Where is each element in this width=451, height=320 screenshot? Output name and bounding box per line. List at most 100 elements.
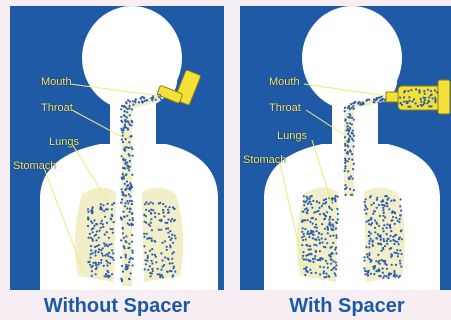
particle xyxy=(121,155,123,157)
particle xyxy=(407,90,409,92)
particle xyxy=(160,252,162,254)
particle xyxy=(330,256,332,258)
particle xyxy=(103,210,105,212)
particle xyxy=(345,118,347,120)
particle xyxy=(347,146,349,148)
particle xyxy=(332,252,334,254)
particle xyxy=(129,189,131,191)
particle xyxy=(328,276,330,278)
particle xyxy=(303,233,305,235)
particle xyxy=(165,222,167,224)
particle xyxy=(348,158,350,160)
particle xyxy=(382,227,384,229)
particle xyxy=(319,242,321,244)
particle xyxy=(322,258,324,260)
particle xyxy=(367,256,369,258)
label-throat: Throat xyxy=(269,102,301,114)
particle xyxy=(386,264,388,266)
particle xyxy=(101,252,103,254)
particle xyxy=(105,260,107,262)
body-illustration-with-spacer xyxy=(240,6,451,290)
particle xyxy=(323,270,325,272)
particle xyxy=(107,255,109,257)
particle xyxy=(346,140,348,142)
particle xyxy=(363,267,365,269)
particle xyxy=(150,218,152,220)
particle xyxy=(395,264,397,266)
particle xyxy=(353,145,355,147)
particle xyxy=(387,277,389,279)
particle xyxy=(164,256,166,258)
particle xyxy=(143,236,145,238)
particle xyxy=(345,160,347,162)
particle xyxy=(120,116,122,118)
particle xyxy=(345,194,347,196)
particle xyxy=(353,189,355,191)
particle xyxy=(370,232,372,234)
particle xyxy=(427,100,429,102)
particle xyxy=(310,203,312,205)
particle xyxy=(126,207,128,209)
particle xyxy=(382,207,384,209)
particle xyxy=(113,202,115,204)
particle xyxy=(397,255,399,257)
particle xyxy=(131,241,133,243)
particle xyxy=(150,275,152,277)
particle xyxy=(322,241,324,243)
particle xyxy=(127,99,129,101)
particle xyxy=(348,177,350,179)
particle xyxy=(128,141,130,143)
particle xyxy=(92,252,94,254)
particle xyxy=(364,209,366,211)
particle xyxy=(351,132,353,134)
particle xyxy=(141,100,143,102)
particle xyxy=(315,239,317,241)
particle xyxy=(323,213,325,215)
particle xyxy=(128,155,130,157)
particle xyxy=(305,258,307,260)
particle xyxy=(400,198,402,200)
particle xyxy=(127,165,129,167)
particle xyxy=(306,196,308,198)
particle xyxy=(307,254,309,256)
particle xyxy=(308,259,310,261)
particle xyxy=(131,108,133,110)
particle xyxy=(344,167,346,169)
particle xyxy=(378,225,380,227)
particle xyxy=(127,222,129,224)
particle xyxy=(323,266,325,268)
particle xyxy=(145,201,147,203)
particle xyxy=(120,239,122,241)
particle xyxy=(113,221,115,223)
particle xyxy=(152,202,154,204)
particle xyxy=(426,102,428,104)
right-lung xyxy=(364,187,405,282)
particle xyxy=(149,265,151,267)
particle xyxy=(380,243,382,245)
particle xyxy=(400,102,402,104)
particle xyxy=(129,182,131,184)
particle xyxy=(410,89,412,91)
particle xyxy=(393,274,395,276)
particle xyxy=(129,114,131,116)
particle xyxy=(154,240,156,242)
particle xyxy=(394,235,396,237)
particle xyxy=(379,100,381,102)
particle xyxy=(151,260,153,262)
particle xyxy=(107,271,109,273)
particle xyxy=(158,202,160,204)
particle xyxy=(155,99,157,101)
panel-with-spacer: Mouth Throat Lungs Stomach xyxy=(240,6,451,290)
particle xyxy=(160,275,162,277)
particle xyxy=(318,239,320,241)
particle xyxy=(171,234,173,236)
particle xyxy=(351,138,353,140)
particle xyxy=(334,249,336,251)
particle xyxy=(103,242,105,244)
particle xyxy=(124,183,126,185)
particle xyxy=(370,224,372,226)
particle xyxy=(393,199,395,201)
particle xyxy=(409,106,411,108)
particle xyxy=(125,173,127,175)
particle xyxy=(167,271,169,273)
